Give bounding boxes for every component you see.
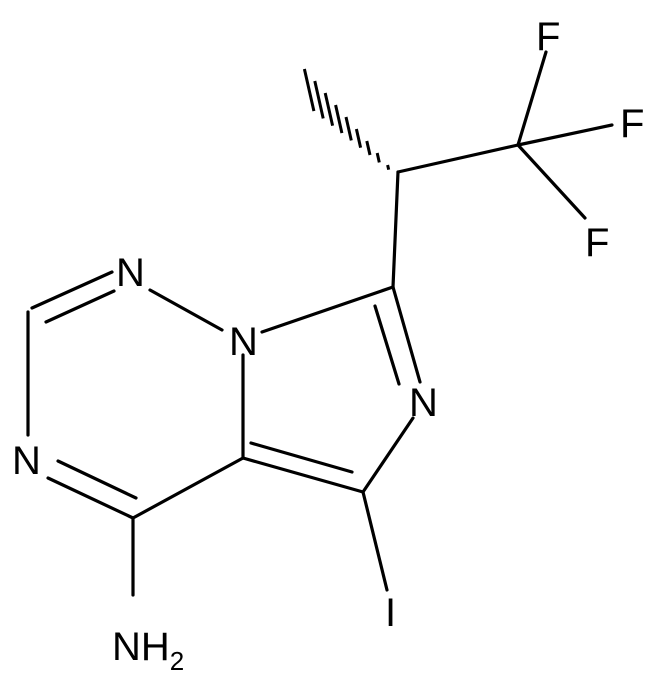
bond-c5-c-fused — [241, 456, 365, 494]
bond-cf3-f-bottom — [516, 143, 587, 220]
atom-label-n-left: N — [12, 439, 41, 483]
atom-label-iodine: I — [385, 591, 396, 635]
bond-n-bridge-c7 — [260, 285, 395, 334]
bond-ch-n-top-inner — [44, 289, 116, 324]
atom-label-amine: NH2 — [112, 625, 184, 676]
bond-n-top-n-bridge — [148, 288, 224, 332]
bond-c5-c-fused-inner — [249, 441, 354, 474]
bond-n-left-c-amine-inner — [56, 459, 138, 500]
bond-ch-n-top — [30, 270, 114, 310]
bond-chiral-cf3 — [396, 143, 520, 174]
bond-n-imidazole-c5 — [361, 416, 415, 494]
hashed-wedge-bond-methyl — [302, 68, 391, 171]
bond-c7-n-imidazole-inner — [373, 304, 401, 386]
atom-label-f-right: F — [620, 102, 644, 146]
atom-label-f-bottom: F — [585, 221, 609, 265]
bond-c5-iodine — [361, 490, 389, 592]
bond-cf3-f-top — [516, 50, 548, 147]
amine-nh-text: NH — [112, 625, 170, 669]
amine-subscript: 2 — [170, 646, 184, 676]
atom-label-n-imidazole: N — [409, 381, 438, 425]
bond-c7-n-imidazole — [391, 285, 422, 384]
atom-label-n-bridge: N — [229, 320, 258, 364]
bond-c7-chiral — [391, 170, 400, 289]
bond-cf3-f-right — [516, 123, 614, 147]
bond-n-left-c-amine — [46, 476, 135, 520]
atom-label-f-top: F — [536, 15, 560, 59]
atom-label-n-top: N — [116, 251, 145, 295]
bond-c-amine-c-fused — [131, 456, 245, 520]
